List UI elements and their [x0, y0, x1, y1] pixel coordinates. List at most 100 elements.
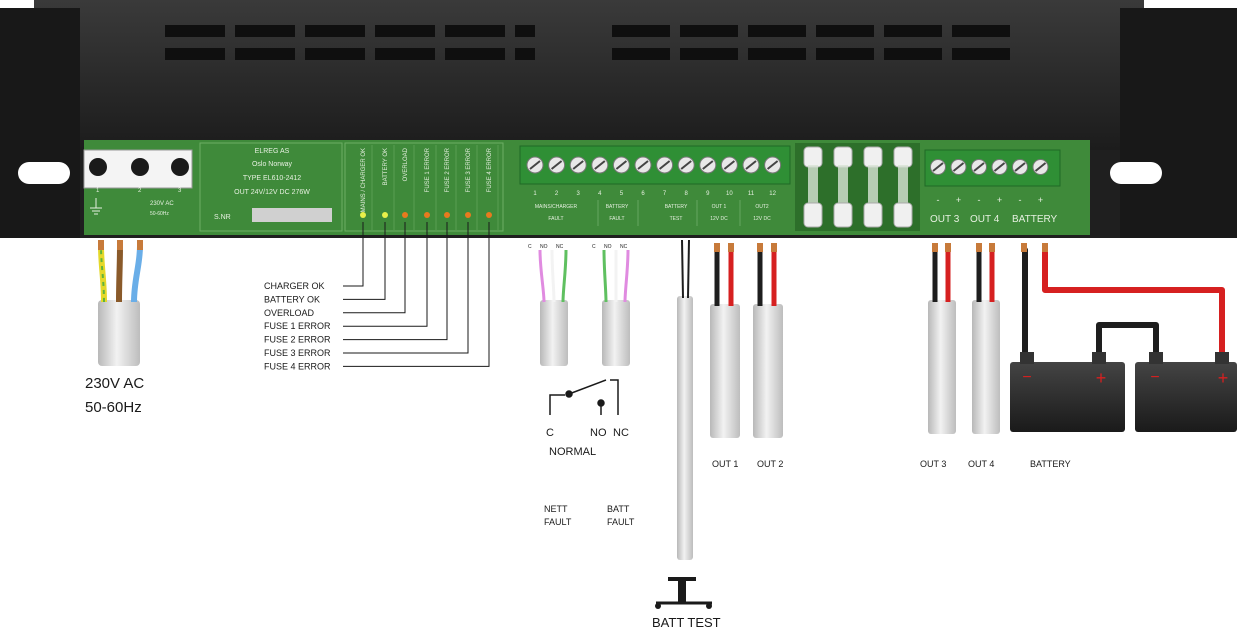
- fuse-holder: [795, 143, 920, 231]
- out3-label: OUT 3: [920, 459, 946, 469]
- led-indicator-6: [465, 212, 471, 218]
- polarity-mark-6: +: [1038, 195, 1043, 205]
- push-button-icon: [655, 577, 712, 609]
- serial-plate: [252, 208, 332, 222]
- polarity-mark-3: -: [978, 195, 981, 205]
- battery-pack: − + − +: [1010, 352, 1237, 432]
- mains-terminal: 1 2 3 230V AC 50-60Hz: [83, 149, 193, 217]
- pcb-rating-2: 50-60Hz: [150, 211, 169, 217]
- fuse-3: [868, 165, 878, 203]
- leader-line-3: [343, 222, 406, 314]
- pcb-battery-label: BATTERY: [1012, 214, 1058, 225]
- leader-line-6: [343, 222, 469, 354]
- batt-fault-label-1: BATT: [607, 504, 630, 514]
- mounting-slot-right: [1110, 162, 1162, 184]
- out4-label: OUT 4: [968, 459, 994, 469]
- led-label-7: FUSE 4 ERROR: [487, 147, 493, 192]
- terminal-pin-5: 5: [620, 191, 624, 197]
- nett-fault-label-2: FAULT: [544, 517, 572, 527]
- polarity-mark-2: +: [956, 195, 961, 205]
- fuse-1: [808, 165, 818, 203]
- legend-item-1: CHARGER OK: [264, 281, 325, 291]
- switch-no-label: NO: [590, 427, 607, 439]
- fuse-cap-top: [893, 146, 913, 168]
- led-label-1: MAINS / CHARGER OK: [361, 148, 367, 212]
- batt-test-cable: [677, 239, 693, 560]
- led-label-5: FUSE 2 ERROR: [445, 147, 451, 192]
- mains-pin-2: 2: [138, 188, 142, 194]
- out1-cable: [710, 243, 740, 438]
- batt-wire-nc: NC: [620, 244, 628, 250]
- leader-line-7: [343, 222, 490, 367]
- terminal-group-sublabel-2: FAULT: [609, 216, 624, 222]
- leader-line-5: [343, 222, 448, 341]
- led-label-2: BATTERY OK: [383, 148, 389, 185]
- fuse-cap-bottom: [803, 202, 823, 228]
- led-panel: MAINS / CHARGER OK BATTERY OK OVERLOAD FUSE…: [344, 142, 504, 232]
- plus-icon: +: [1096, 368, 1107, 388]
- fuse-cap-top: [803, 146, 823, 168]
- nett-fault-label-1: NETT: [544, 504, 568, 514]
- legend-item-2: BATTERY OK: [264, 294, 320, 304]
- fuse-cap-top: [863, 146, 883, 168]
- device-info: ELREG AS Oslo Norway TYPE EL610-2412 OUT…: [199, 142, 343, 232]
- legend-item-4: FUSE 1 ERROR: [264, 321, 331, 331]
- led-indicator-3: [402, 212, 408, 218]
- polarity-mark-5: -: [1019, 195, 1022, 205]
- fuse-cap-top: [833, 146, 853, 168]
- serial-label: S.NR: [214, 214, 231, 221]
- batt-fault-label-2: FAULT: [607, 517, 635, 527]
- batt-wire-c: C: [592, 244, 596, 250]
- pcb-out4-label: OUT 4: [970, 214, 1000, 225]
- terminal-group-label-4: OUT 1: [712, 204, 727, 210]
- led-label-3: OVERLOAD: [403, 147, 409, 181]
- terminal-pin-9: 9: [706, 191, 710, 197]
- mains-voltage-label: 230V AC: [85, 375, 144, 392]
- mounting-slot-left: [18, 162, 70, 184]
- device-type: TYPE EL610-2412: [243, 175, 301, 182]
- device-maker: ELREG AS: [255, 148, 290, 155]
- batt-test-label: BATT TEST: [652, 615, 721, 630]
- switch-nc-label: NC: [613, 427, 629, 439]
- mains-cable: [98, 240, 143, 366]
- out4-cable: [972, 243, 1000, 434]
- mains-pin-3: 3: [178, 188, 182, 194]
- led-indicator-7: [486, 212, 492, 218]
- pcb-rating-1: 230V AC: [150, 201, 174, 207]
- led-indicator-1: [360, 212, 366, 218]
- leader-line-4: [343, 222, 428, 327]
- terminal-group-sublabel-3: TEST: [670, 216, 683, 222]
- minus-icon: −: [1150, 369, 1159, 386]
- fuse-cap-bottom: [893, 202, 913, 228]
- relay-switch-symbol: [549, 379, 619, 415]
- legend-item-7: FUSE 4 ERROR: [264, 361, 331, 371]
- out3-cable: [928, 243, 956, 434]
- nett-wire-c: C: [528, 244, 532, 250]
- led-indicator-5: [444, 212, 450, 218]
- terminal-group-sublabel-4: 12V DC: [710, 216, 728, 222]
- right-terminal-block: -+-+-+ OUT 3 OUT 4 BATTERY: [924, 149, 1061, 225]
- leader-line-2: [343, 222, 386, 300]
- switch-c-label: C: [546, 427, 554, 439]
- nett-wire-no: NO: [540, 244, 548, 250]
- out1-label: OUT 1: [712, 459, 738, 469]
- led-indicator-4: [424, 212, 430, 218]
- led-label-4: FUSE 1 ERROR: [425, 147, 431, 192]
- terminal-pin-1: 1: [533, 191, 537, 197]
- terminal-group-sublabel-1: FAULT: [548, 216, 563, 222]
- leader-line-1: [343, 222, 364, 287]
- terminal-pin-10: 10: [726, 191, 733, 197]
- led-indicator-2: [382, 212, 388, 218]
- batt-wire-no: NO: [604, 244, 612, 250]
- device-location: Oslo Norway: [252, 161, 293, 168]
- legend-item-6: FUSE 3 ERROR: [264, 348, 331, 358]
- pcb-out3-label: OUT 3: [930, 214, 960, 225]
- terminal-pin-8: 8: [685, 191, 689, 197]
- battery-wiring: [1021, 243, 1225, 365]
- polarity-mark-1: -: [937, 195, 940, 205]
- legend-item-5: FUSE 2 ERROR: [264, 335, 331, 345]
- ventilation-slots: [165, 25, 1010, 60]
- fuse-cap-bottom: [833, 202, 853, 228]
- terminal-pin-7: 7: [663, 191, 667, 197]
